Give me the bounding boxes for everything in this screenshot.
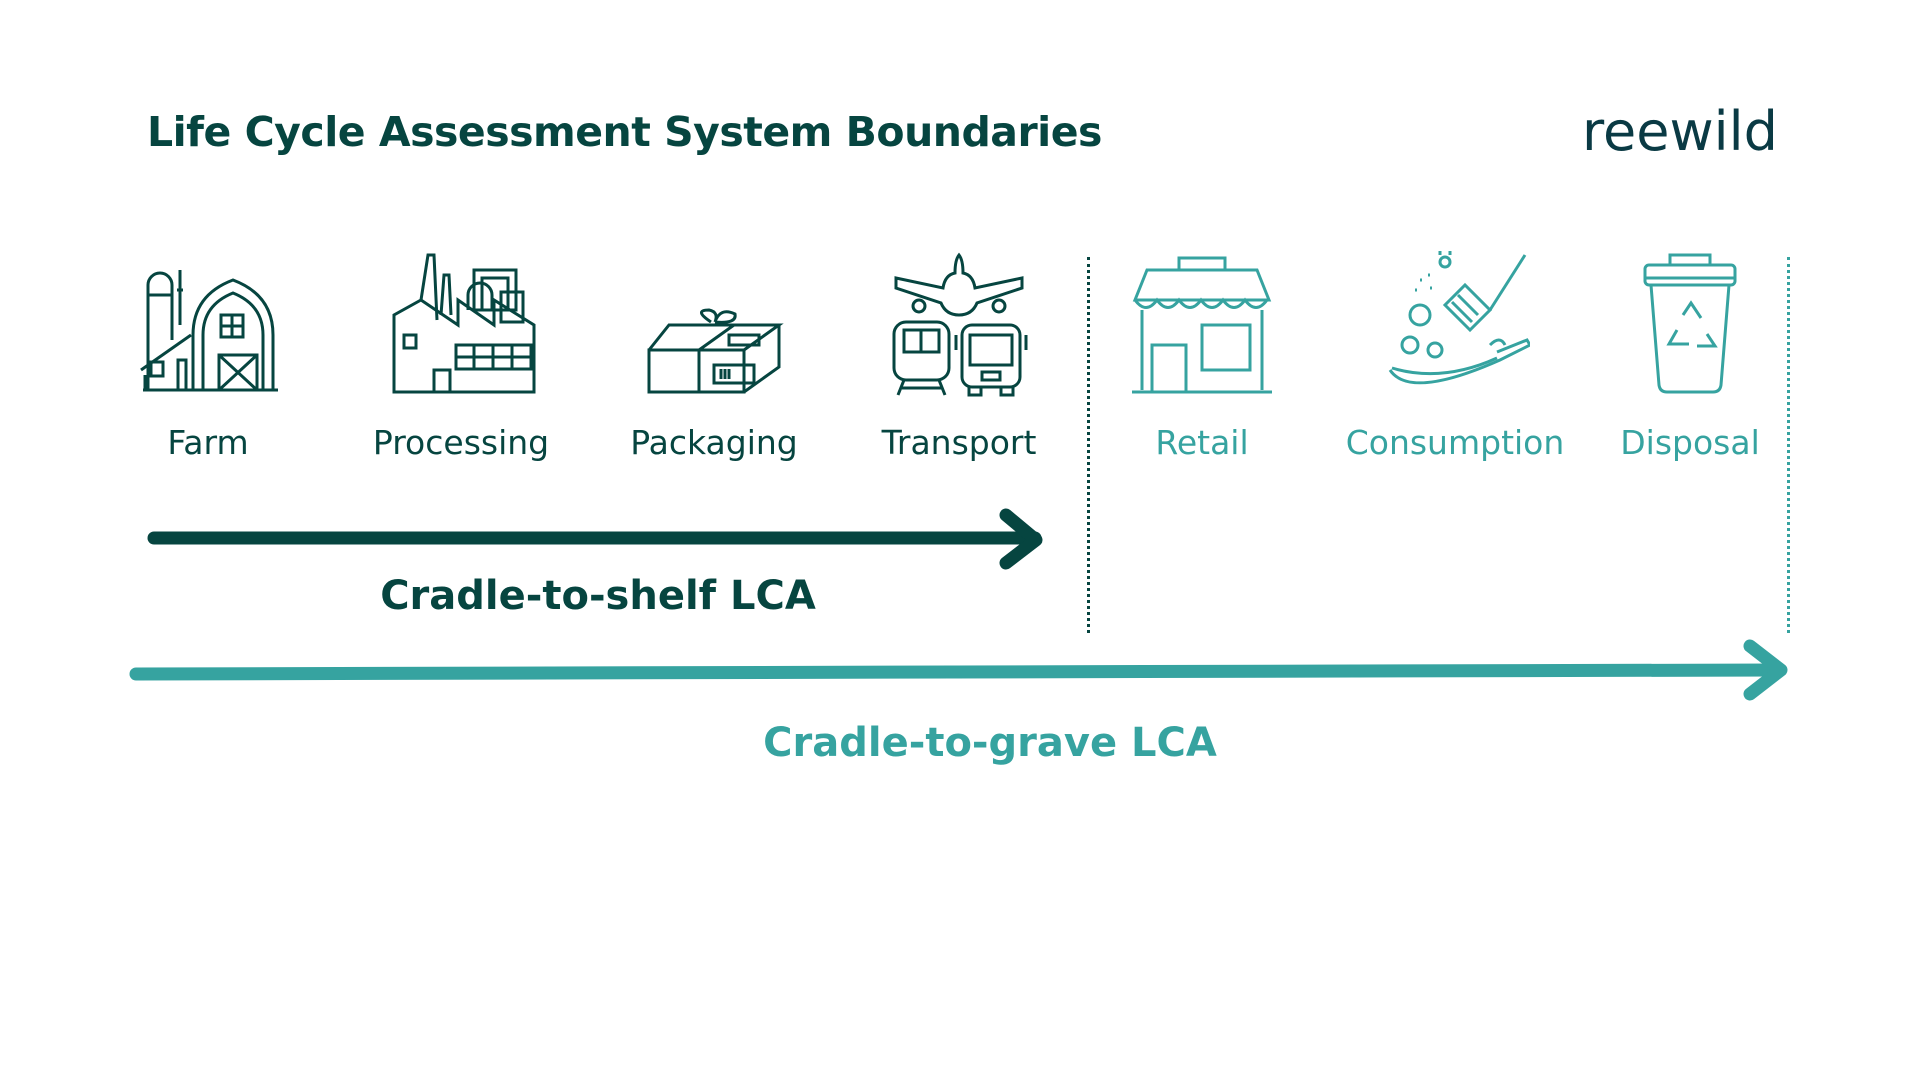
barn-icon bbox=[140, 270, 278, 392]
grave-boundary-line bbox=[1787, 257, 1790, 633]
stage-label: Processing bbox=[372, 423, 550, 462]
cradle-to-grave-label: Cradle-to-grave LCA bbox=[763, 720, 1217, 766]
stage-label: Packaging bbox=[630, 423, 798, 462]
stage-packaging: Packaging bbox=[594, 250, 834, 462]
page-title: Life Cycle Assessment System Boundaries bbox=[147, 108, 1102, 156]
reewild-logo: reewild bbox=[1582, 100, 1778, 163]
store-icon bbox=[1132, 256, 1272, 394]
transport-icon bbox=[892, 252, 1028, 397]
stage-consumption: Consumption bbox=[1335, 250, 1575, 462]
package-icon bbox=[647, 308, 784, 394]
stage-transport: Transport bbox=[839, 250, 1079, 462]
stage-label: Retail bbox=[1155, 423, 1249, 462]
recycle-bin-icon bbox=[1643, 253, 1737, 394]
cradle-to-shelf-arrow bbox=[147, 508, 1043, 570]
stage-farm: Farm bbox=[88, 250, 328, 462]
stage-label: Disposal bbox=[1620, 423, 1760, 462]
stage-processing: Processing bbox=[341, 250, 581, 462]
stage-label: Farm bbox=[167, 423, 249, 462]
cradle-to-shelf-label: Cradle-to-shelf LCA bbox=[380, 573, 816, 619]
factory-icon bbox=[392, 253, 536, 394]
stage-disposal: Disposal bbox=[1570, 250, 1810, 462]
cradle-to-grave-arrow bbox=[129, 639, 1788, 701]
stage-label: Transport bbox=[881, 423, 1037, 462]
cooking-pan-icon bbox=[1388, 251, 1530, 385]
shelf-boundary-line bbox=[1087, 257, 1090, 633]
stage-retail: Retail bbox=[1082, 250, 1322, 462]
stage-label: Consumption bbox=[1345, 423, 1565, 462]
